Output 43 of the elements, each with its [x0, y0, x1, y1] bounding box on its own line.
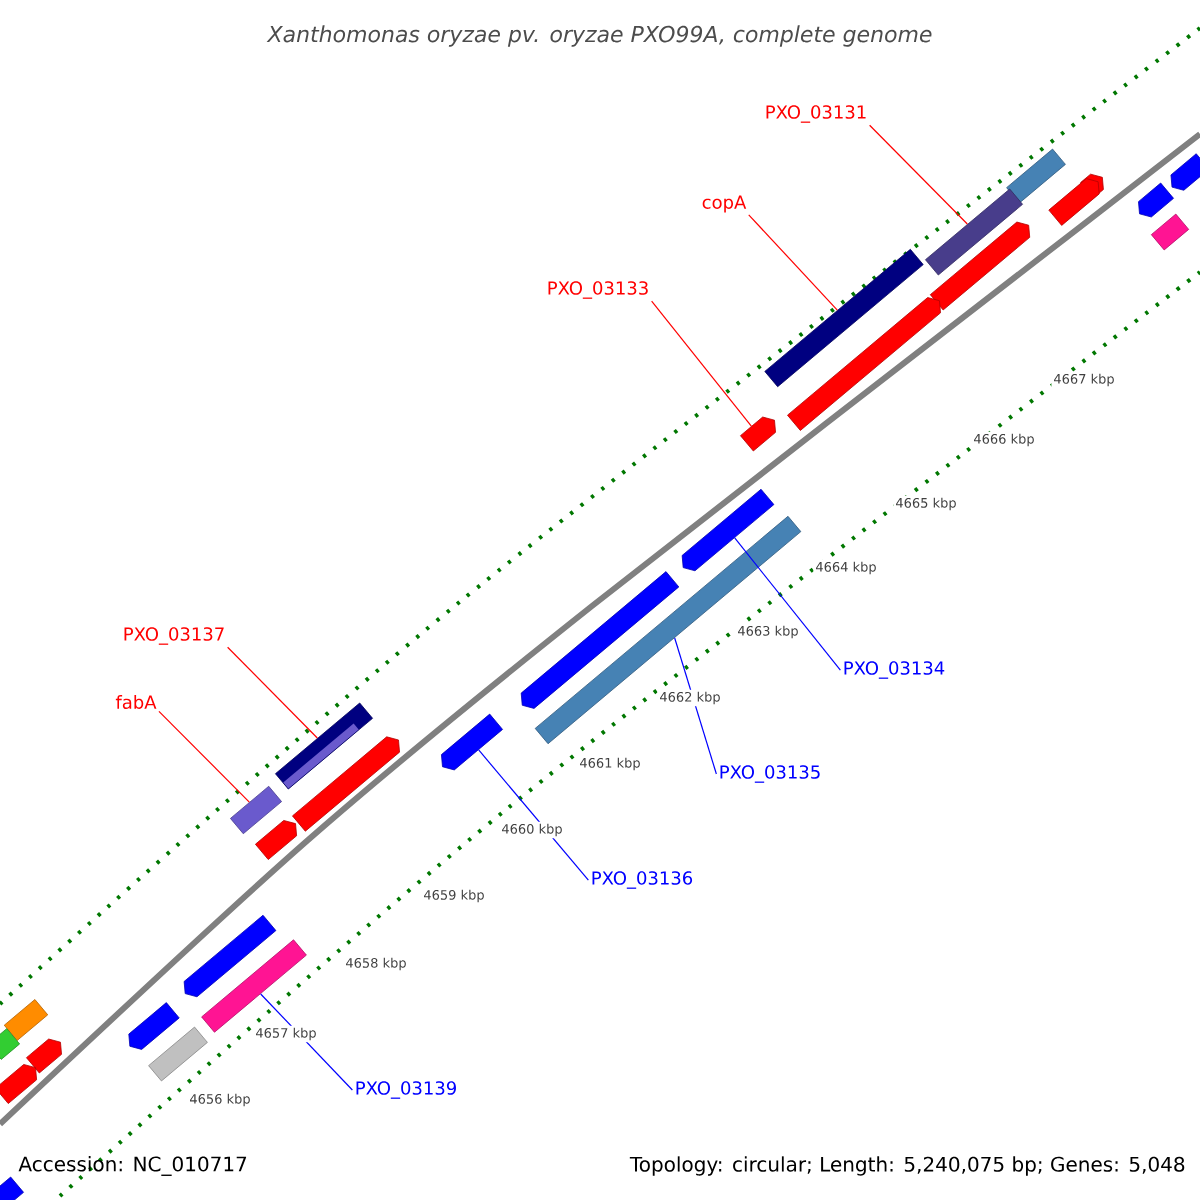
gene-block	[740, 416, 776, 452]
gene-block	[0, 1064, 37, 1104]
gene-block	[183, 914, 277, 998]
gene-block	[148, 1026, 208, 1082]
leader-line	[748, 214, 838, 311]
gene-block	[764, 248, 924, 388]
footer-text: Accession: NC_010717	[18, 1156, 247, 1176]
gene-block	[292, 736, 400, 832]
gene-label: fabA	[115, 695, 157, 709]
gene-block	[1150, 213, 1190, 251]
gene-block	[0, 1176, 24, 1200]
leader-line	[478, 749, 589, 881]
gene-block	[1170, 153, 1200, 191]
title: Xanthomonas oryzae pv. oryzae PXO99A, complete genome	[266, 25, 932, 47]
gene-block	[128, 1002, 180, 1050]
gene-block	[681, 488, 775, 572]
gene-block	[3, 999, 49, 1041]
gene-block	[255, 820, 297, 860]
gene-label: PXO_03133	[548, 281, 648, 299]
gene-label: PXO_03137	[124, 627, 224, 645]
gene-block	[0, 1028, 20, 1060]
gene-block	[1006, 148, 1066, 204]
gene-block	[26, 1038, 62, 1074]
leader-line	[651, 300, 752, 427]
gene-label: PXO_03136	[592, 871, 693, 889]
gene-block	[787, 297, 941, 431]
gene-label: PXO_03134	[844, 661, 945, 679]
leader-line	[227, 646, 318, 739]
gene-block	[534, 515, 802, 745]
gene-block	[441, 713, 503, 771]
footer-text: Topology: circular; Length: 5,240,075 bp; Genes: 5,048	[629, 1156, 1185, 1176]
gene-label: copA	[702, 195, 747, 213]
gene-block	[925, 188, 1023, 276]
leader-line	[869, 124, 968, 225]
leader-line	[158, 710, 250, 803]
gene-label: PXO_03139	[356, 1081, 456, 1099]
leader-line	[734, 537, 841, 671]
leader-line	[674, 637, 717, 775]
gene-block	[1138, 182, 1174, 218]
gene-label: PXO_03135	[720, 765, 820, 783]
gene-block	[230, 785, 282, 835]
gene-label: PXO_03131	[766, 105, 866, 123]
gene-block	[929, 221, 1031, 311]
